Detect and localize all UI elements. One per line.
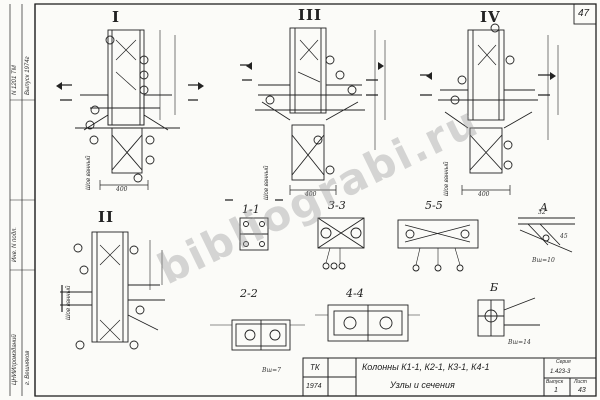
view-2-drawing bbox=[60, 231, 165, 350]
view-4-drawing bbox=[420, 23, 559, 195]
series-label: Серия bbox=[556, 359, 571, 365]
section-label-1-1: 1-1 bbox=[242, 203, 260, 216]
section-3-3-drawing bbox=[317, 217, 365, 270]
page-number-box bbox=[573, 3, 597, 25]
issue-label: Выпуск bbox=[546, 379, 564, 385]
section-2-2-drawing bbox=[210, 319, 305, 351]
node-b-drawing bbox=[477, 297, 540, 337]
view-label-2: II bbox=[98, 208, 115, 226]
section-label-3-3: 3-3 bbox=[328, 199, 346, 212]
node-label-a: A bbox=[540, 201, 548, 214]
title-block-title: Колонны К1-1, К2-1, К3-1, К4-1 bbox=[362, 362, 490, 372]
section-5-5-drawing bbox=[397, 219, 479, 272]
inventory-number: Инв. N подл. bbox=[12, 226, 18, 262]
weld-note-1: Шов ванный bbox=[86, 155, 92, 190]
title-block-subtitle: Узлы и сечения bbox=[390, 380, 455, 390]
dimension-32: 32 bbox=[538, 209, 546, 216]
section-label-2-2: 2-2 bbox=[240, 287, 258, 300]
section-label-5-5: 5-5 bbox=[425, 199, 443, 212]
dimension-400-view4: 400 bbox=[478, 191, 490, 198]
view-3-drawing bbox=[240, 27, 386, 195]
node-a-drawing bbox=[518, 217, 575, 253]
dimension-45: 45 bbox=[560, 233, 568, 240]
weld-size-7: Вш=7 bbox=[262, 367, 281, 374]
section-label-4-4: 4-4 bbox=[346, 287, 364, 300]
view-label-4: IV bbox=[480, 8, 501, 26]
weld-size-14: Вш=14 bbox=[508, 339, 531, 346]
view-label-3: III bbox=[298, 6, 323, 24]
section-4-4-drawing bbox=[315, 304, 420, 342]
organization-city: г. Вешняков bbox=[25, 350, 31, 385]
section-1-1-drawing bbox=[225, 199, 283, 251]
organization-name: ЦНИИпромзданий bbox=[12, 334, 18, 385]
title-block-code: ТК bbox=[310, 363, 320, 372]
weld-note-4: Шов ванный bbox=[66, 285, 72, 320]
title-block-number: 1974 bbox=[306, 383, 322, 390]
tm-number: N 1201 ТМ bbox=[12, 65, 18, 95]
page-number: 47 bbox=[578, 8, 590, 19]
dimension-400-view3: 400 bbox=[305, 191, 317, 198]
dimension-400-view1: 400 bbox=[116, 186, 128, 193]
title-block-frame bbox=[302, 357, 597, 397]
issue-value: 1 bbox=[554, 387, 558, 394]
series-value: 1.423-3 bbox=[550, 369, 571, 375]
view-1-drawing bbox=[60, 29, 198, 190]
sheet-label: Лист bbox=[574, 379, 587, 385]
view-label-1: I bbox=[112, 8, 121, 26]
sheet-value: 43 bbox=[578, 387, 586, 394]
weld-note-3: Шов ванный bbox=[444, 161, 450, 196]
weld-size-10: Вш=10 bbox=[532, 257, 555, 264]
issue-year: Выпуск 1974г bbox=[25, 56, 31, 95]
node-label-b: Б bbox=[490, 281, 499, 294]
